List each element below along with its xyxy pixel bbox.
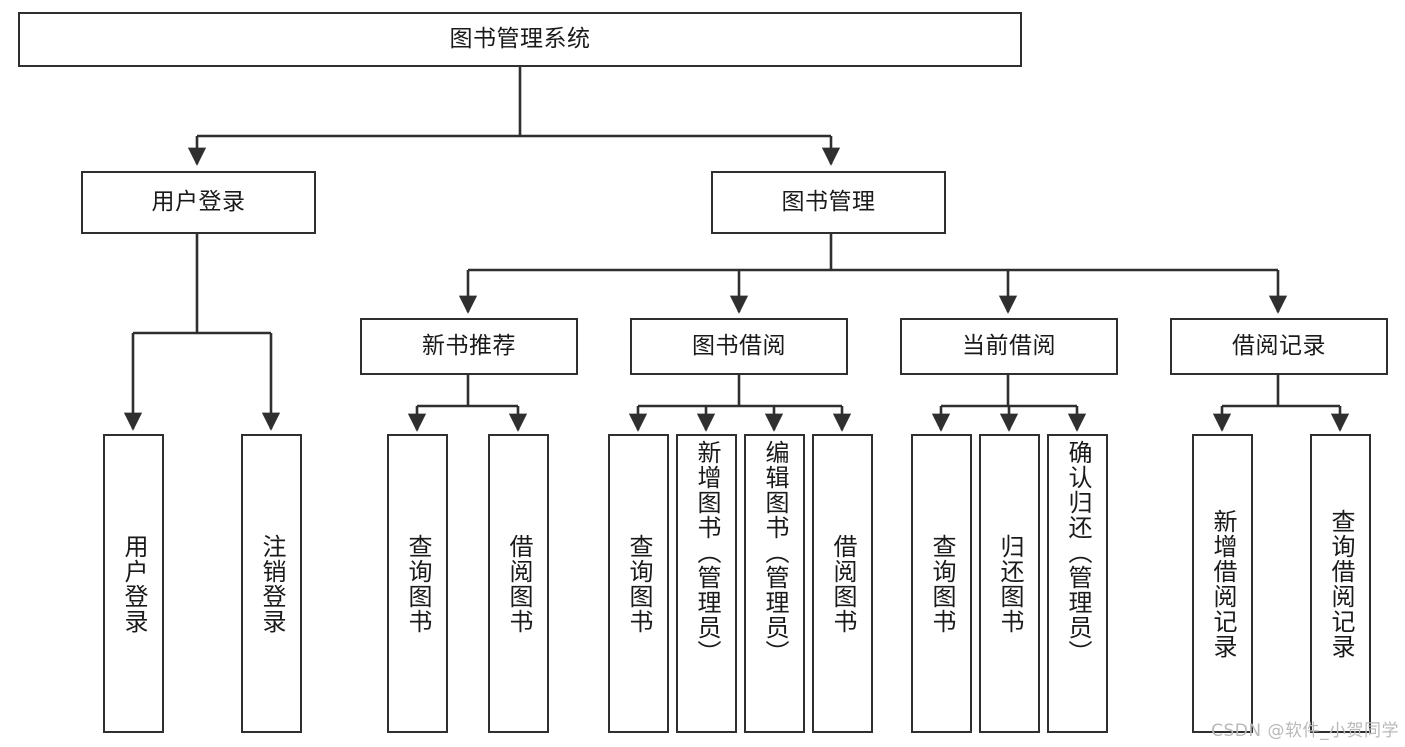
node-label: 新增图书（管理员） (692, 440, 721, 665)
node-label: 确认归还（管理员） (1063, 440, 1092, 665)
node-label: 图书管理 (781, 188, 876, 215)
node-label: 查询图书 (403, 533, 432, 634)
leaf-borrow-record-add-record[interactable]: 新增借阅记录 (1192, 434, 1253, 733)
leaf-new-book-borrow-book[interactable]: 借阅图书 (488, 434, 549, 733)
node-label: 图书管理系统 (449, 25, 591, 52)
node-label: 用户登录 (119, 533, 148, 634)
node-label: 图书借阅 (692, 332, 786, 359)
node-label: 归还图书 (995, 533, 1024, 634)
node-label: 当前借阅 (962, 332, 1056, 359)
leaf-user-login-logout[interactable]: 注销登录 (241, 434, 302, 733)
leaf-book-borrow-add-book-admin[interactable]: 新增图书（管理员） (676, 434, 737, 733)
leaf-current-borrow-confirm-return-admin[interactable]: 确认归还（管理员） (1047, 434, 1108, 733)
node-label: 编辑图书（管理员） (760, 440, 789, 665)
node-label: 新增借阅记录 (1208, 508, 1237, 659)
node-label: 注销登录 (257, 533, 286, 634)
node-borrow-record[interactable]: 借阅记录 (1170, 318, 1388, 375)
leaf-current-borrow-return-book[interactable]: 归还图书 (979, 434, 1040, 733)
node-book-management[interactable]: 图书管理 (711, 171, 946, 234)
leaf-current-borrow-query-book[interactable]: 查询图书 (911, 434, 972, 733)
node-label: 查询图书 (927, 533, 956, 634)
leaf-book-borrow-borrow-book[interactable]: 借阅图书 (812, 434, 873, 733)
leaf-book-borrow-query-book[interactable]: 查询图书 (608, 434, 669, 733)
node-label: 借阅图书 (504, 533, 533, 634)
node-label: 借阅图书 (828, 533, 857, 634)
node-book-borrow[interactable]: 图书借阅 (630, 318, 848, 375)
node-label: 新书推荐 (422, 332, 516, 359)
leaf-user-login-login[interactable]: 用户登录 (103, 434, 164, 733)
node-new-book-recommend[interactable]: 新书推荐 (360, 318, 578, 375)
node-label: 用户登录 (151, 188, 246, 215)
node-current-borrow[interactable]: 当前借阅 (900, 318, 1118, 375)
node-root-book-management-system[interactable]: 图书管理系统 (18, 12, 1022, 67)
leaf-borrow-record-query-record[interactable]: 查询借阅记录 (1310, 434, 1371, 733)
node-label: 查询图书 (624, 533, 653, 634)
node-label: 借阅记录 (1232, 332, 1326, 359)
node-user-login[interactable]: 用户登录 (81, 171, 316, 234)
node-label: 查询借阅记录 (1326, 508, 1355, 659)
leaf-new-book-query-book[interactable]: 查询图书 (387, 434, 448, 733)
watermark-text: CSDN @软件_小贺同学 (1211, 721, 1399, 741)
leaf-book-borrow-edit-book-admin[interactable]: 编辑图书（管理员） (744, 434, 805, 733)
